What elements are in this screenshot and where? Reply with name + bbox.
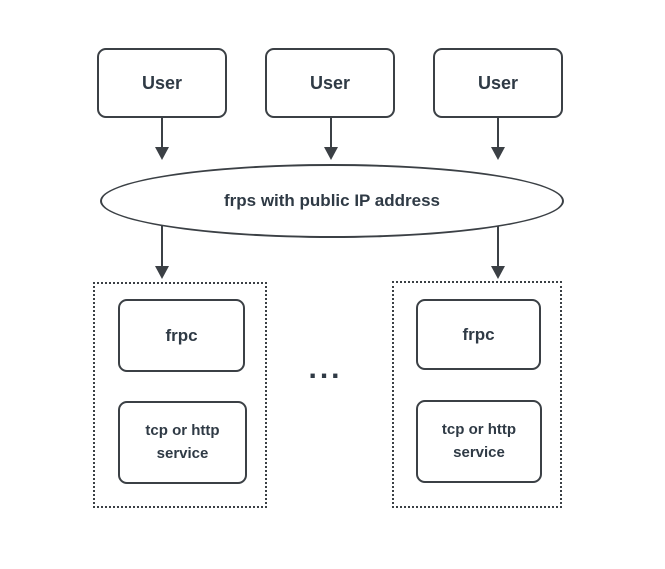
user-node-1: User [97,48,227,118]
arrow-shaft [497,118,499,147]
arrow-frps-to-client2 [491,226,505,279]
service-node-1: tcp or http service [118,401,247,484]
arrow-frps-to-client1 [155,226,169,279]
arrow-head [155,147,169,160]
arrow-user1-to-frps [155,118,169,160]
frpc-node-2: frpc [416,299,541,370]
arrow-shaft [161,226,163,266]
arrow-shaft [330,118,332,147]
arrow-head [491,147,505,160]
arrow-head [324,147,338,160]
user-node-2: User [265,48,395,118]
user-node-3: User [433,48,563,118]
frps-server-node: frps with public IP address [100,164,564,238]
frpc-node-1: frpc [118,299,245,372]
arrow-head [491,266,505,279]
arrow-shaft [497,226,499,266]
arrow-shaft [161,118,163,147]
service-node-2: tcp or http service [416,400,542,483]
arrow-user3-to-frps [491,118,505,160]
arrow-user2-to-frps [324,118,338,160]
arrow-head [155,266,169,279]
more-clients-ellipsis: ... [308,352,343,385]
